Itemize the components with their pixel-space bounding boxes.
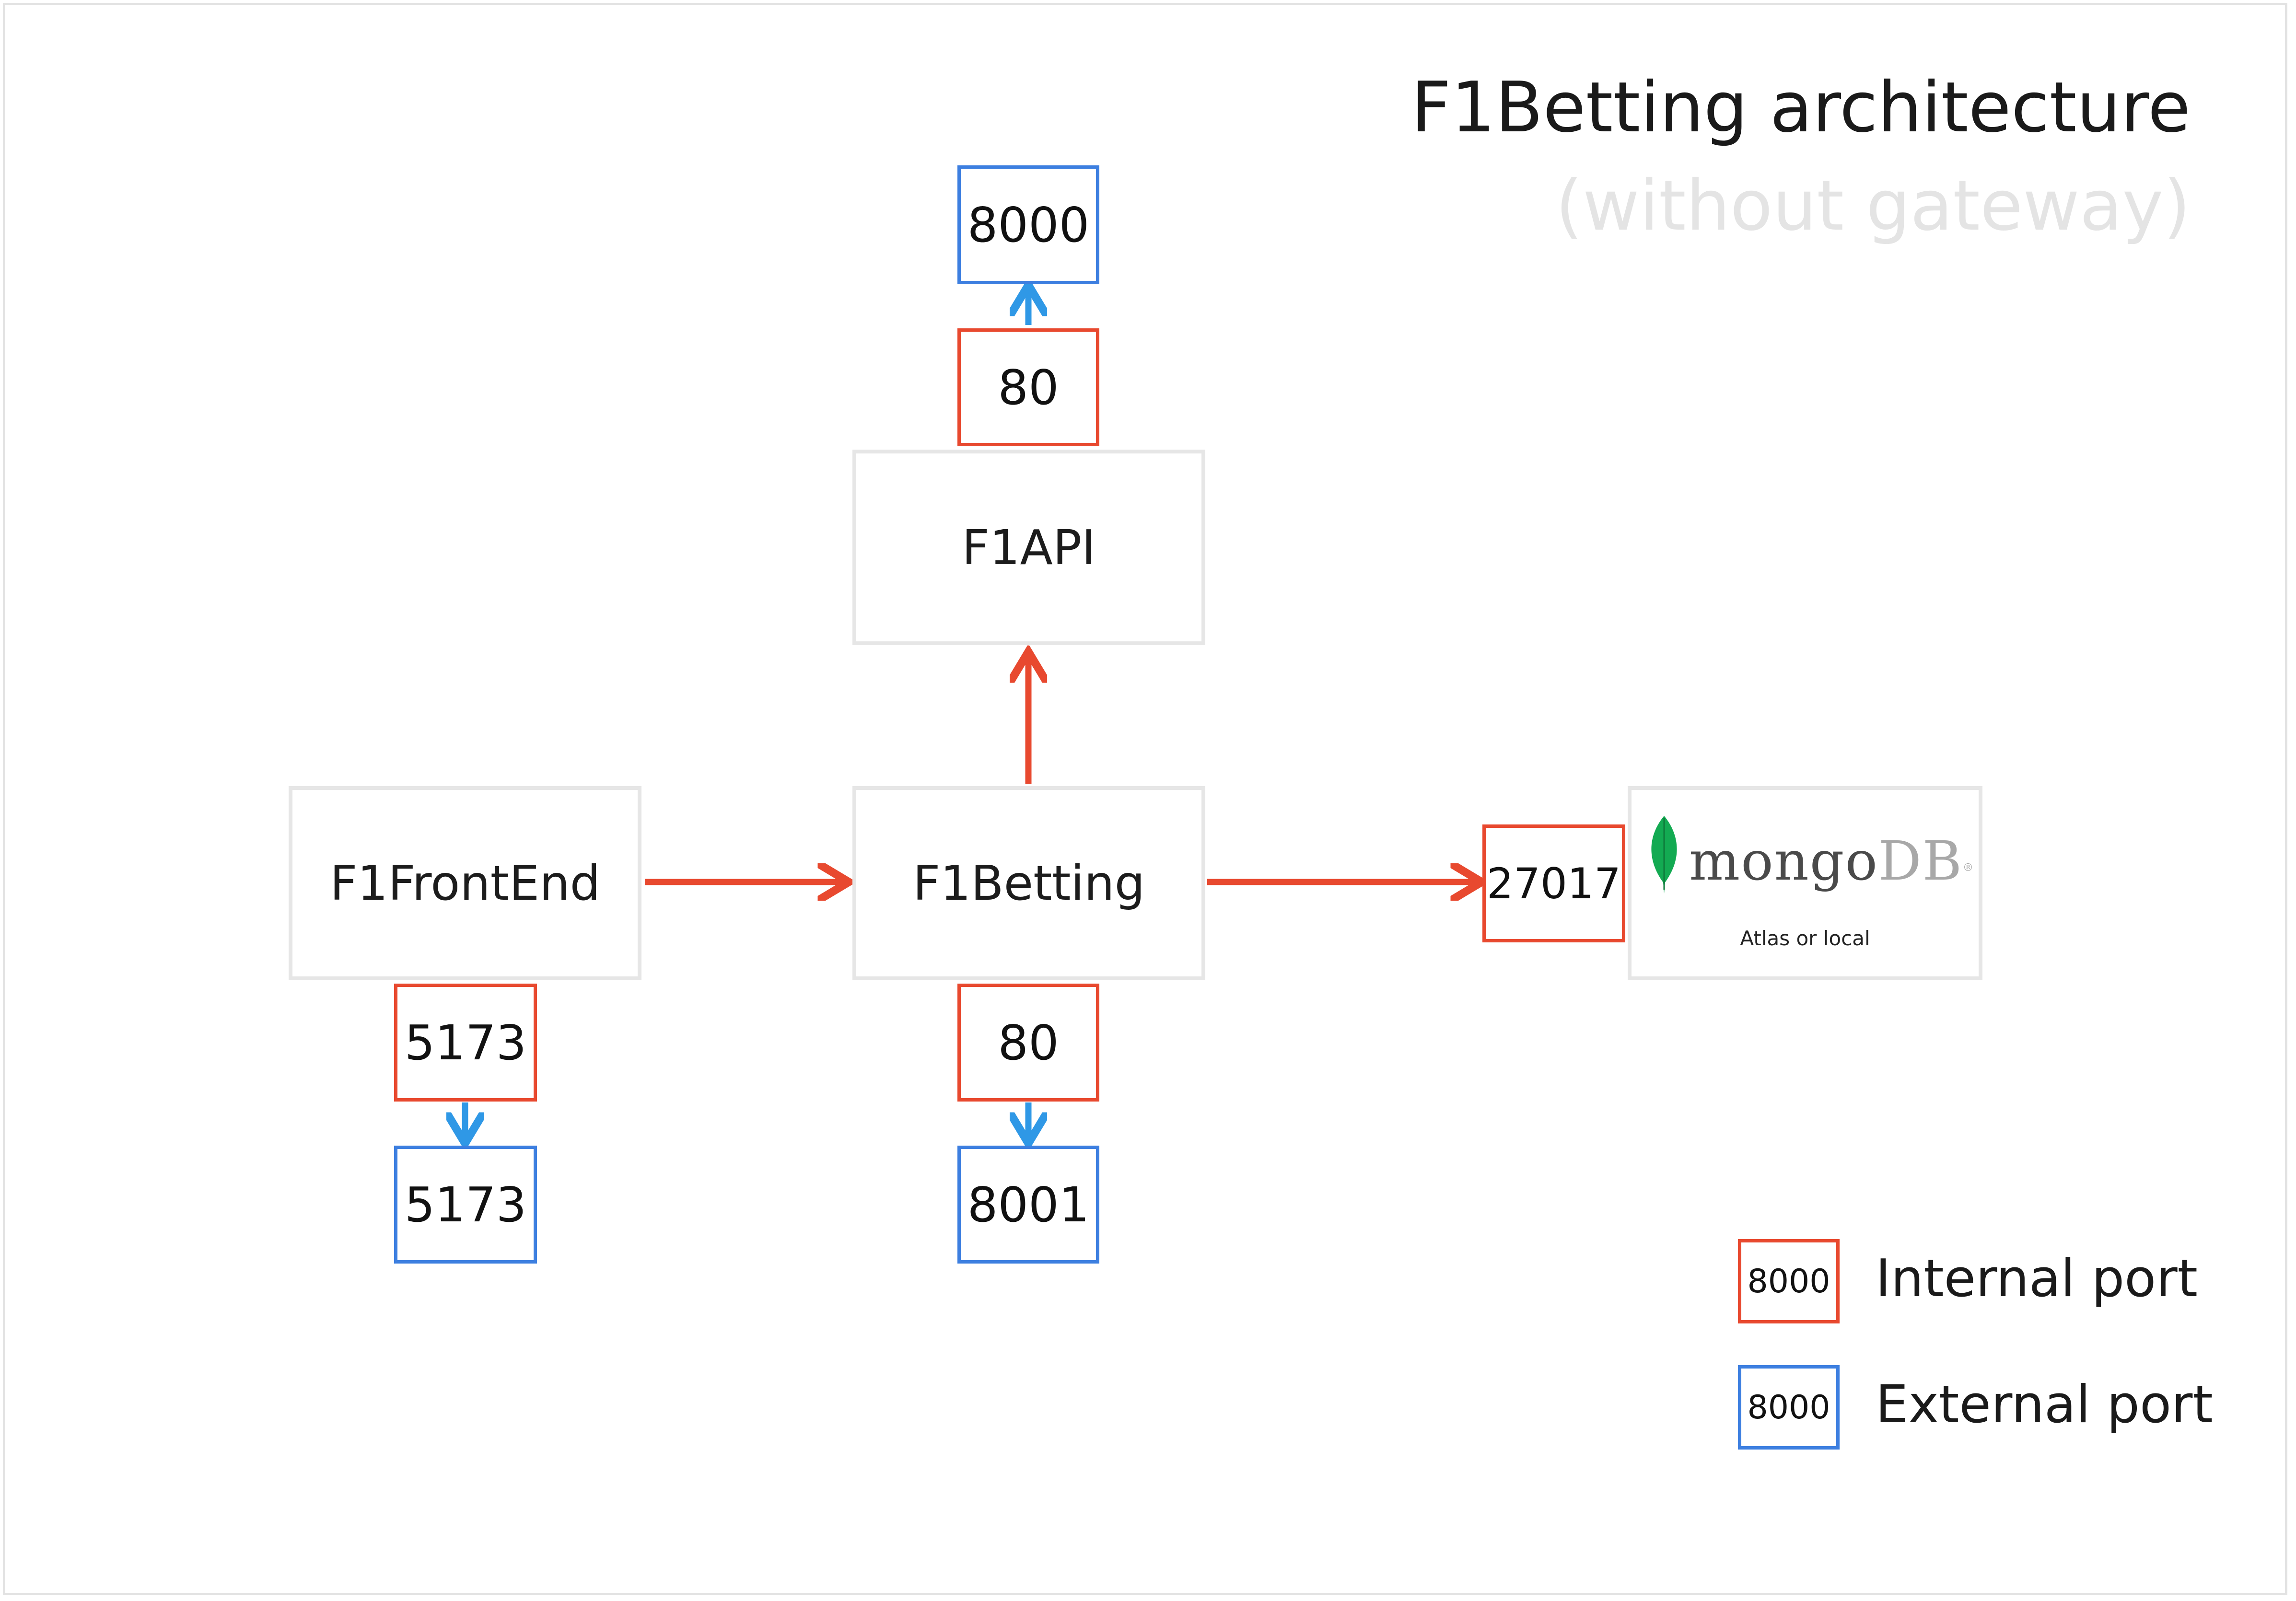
mongodb-caption: Atlas or local	[1740, 927, 1870, 950]
api-external-port: 8000	[957, 165, 1099, 284]
f1api-service: F1API	[852, 450, 1205, 645]
mongodb-logo-registered: ®	[1963, 862, 1974, 874]
frontend-internal-port: 5173	[394, 984, 537, 1102]
mongo-internal-port: 27017	[1482, 824, 1625, 942]
legend-external-swatch: 8000	[1738, 1365, 1840, 1450]
mongodb-logo: mongoDB®	[1689, 830, 1974, 893]
legend-internal-label: Internal port	[1876, 1249, 2198, 1309]
leaf-icon	[1651, 816, 1677, 893]
legend-external-label: External port	[1876, 1375, 2213, 1435]
mongodb-logo-secondary: DB	[1878, 830, 1963, 893]
mongodb-logo-primary: mongo	[1689, 830, 1878, 893]
f1frontend-service: F1FrontEnd	[289, 786, 641, 980]
mongodb-box: mongoDB® Atlas or local	[1628, 786, 1982, 980]
api-internal-port: 80	[957, 328, 1099, 446]
frontend-external-port: 5173	[394, 1146, 537, 1264]
legend-internal-swatch: 8000	[1738, 1239, 1840, 1323]
diagram-frame	[3, 3, 2287, 1595]
betting-internal-port: 80	[957, 984, 1099, 1102]
f1betting-service: F1Betting	[852, 786, 1205, 980]
diagram-subtitle: (without gateway)	[1555, 165, 2191, 246]
betting-external-port: 8001	[957, 1146, 1099, 1264]
diagram-title: F1Betting architecture	[1411, 67, 2191, 148]
